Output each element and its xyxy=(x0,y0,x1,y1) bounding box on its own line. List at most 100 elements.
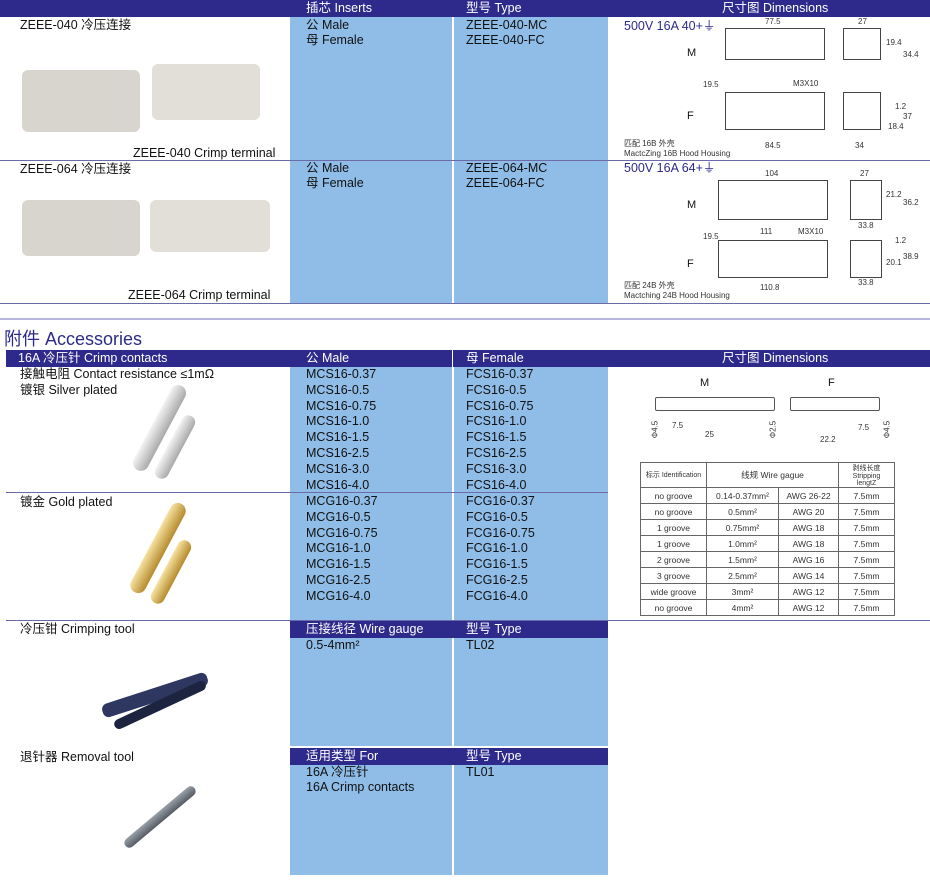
dim-label: 7.5 xyxy=(672,421,684,430)
removal-for-en: 16A Crimp contacts xyxy=(306,780,415,794)
dim-label: 36.2 xyxy=(903,198,919,207)
dim-label: 19.5 xyxy=(703,80,719,89)
header-type: 型号 Type xyxy=(466,1,522,15)
row-divider xyxy=(0,303,930,304)
table-cell: 1.0mm² xyxy=(706,535,779,552)
part-number: MCS16-2.5 xyxy=(306,445,370,460)
dim-label: 1.2 xyxy=(895,102,907,111)
header-dimensions: 尺寸图 Dimensions xyxy=(722,351,829,365)
dim-label: 20.1 xyxy=(886,258,902,267)
header-contacts: 16A 冷压针 Crimp contacts xyxy=(18,351,168,365)
dim-label: 77.5 xyxy=(765,17,781,26)
part-number: FCS16-3.0 xyxy=(466,461,527,476)
header-cell: 标示 Identification xyxy=(640,462,707,488)
part-number: MCS16-4.0 xyxy=(306,477,370,492)
header-wire-gauge: 压接线径 Wire gauge xyxy=(306,622,424,636)
part-number: FCS16-2.5 xyxy=(466,445,527,460)
part-number: MCS16-3.0 xyxy=(306,461,370,476)
dim-label: 37 xyxy=(903,112,912,121)
male-column xyxy=(290,367,452,620)
crimp-type: TL02 xyxy=(466,638,495,652)
part-number: MCS16-0.37 xyxy=(306,367,377,381)
table-cell: 2.5mm² xyxy=(706,567,779,584)
header-cell: 剥线长度 Stripping lengtZ xyxy=(838,462,895,488)
header-inserts: 插芯 Inserts xyxy=(306,1,372,15)
gauge-column xyxy=(290,638,452,746)
dim-label: M3X10 xyxy=(793,79,819,88)
part-number: FCS16-4.0 xyxy=(466,477,527,492)
table-cell: 7.5mm xyxy=(838,503,895,520)
dim-label: 27 xyxy=(860,169,869,178)
header-male: 公 Male xyxy=(306,351,350,365)
part-number: FCS16-0.37 xyxy=(466,367,534,381)
table-cell: no groove xyxy=(640,487,707,504)
table-cell: 1 groove xyxy=(640,519,707,536)
removal-tool-label: 退针器 Removal tool xyxy=(20,750,134,764)
part-number: MCS16-1.0 xyxy=(306,414,370,429)
removal-for-cn: 16A 冷压针 xyxy=(306,765,369,779)
housing-en: Mactching 24B Hood Housing xyxy=(624,291,730,300)
dim-label: M xyxy=(687,199,697,211)
dim-label: 104 xyxy=(765,169,779,178)
table-cell: 1.5mm² xyxy=(706,551,779,568)
contact-resistance: 接触电阻 Contact resistance ≤1mΩ xyxy=(20,367,215,381)
table-cell: 7.5mm xyxy=(838,551,895,568)
dim-label: F xyxy=(828,377,835,389)
female-label: 母 Female xyxy=(306,33,364,47)
housing-cn: 匹配 24B 外壳 xyxy=(624,281,675,290)
table-cell: no groove xyxy=(640,599,707,616)
part-number: FCS16-0.75 xyxy=(466,398,534,413)
dim-label: M xyxy=(687,47,697,59)
connector-image-male xyxy=(22,200,140,256)
dim-label: 33.8 xyxy=(858,221,874,230)
male-label: 公 Male xyxy=(306,161,350,175)
dim-label: 38.9 xyxy=(903,252,919,261)
part-number: MCG16-2.5 xyxy=(306,572,371,587)
part-number: MCS16-0.75 xyxy=(306,398,377,413)
rating: 500V 16A 64+⏚ xyxy=(624,161,716,175)
male-type: ZEEE-040-MC xyxy=(466,18,548,32)
table-cell: wide groove xyxy=(640,583,707,600)
table-cell: AWG 18 xyxy=(778,535,839,552)
table-cell: 0.75mm² xyxy=(706,519,779,536)
table-cell: 0.14-0.37mm² xyxy=(706,487,779,504)
female-type: ZEEE-064-FC xyxy=(466,176,545,190)
table-cell: AWG 16 xyxy=(778,551,839,568)
male-label: 公 Male xyxy=(306,18,350,32)
type-column xyxy=(454,638,608,746)
table-cell: AWG 14 xyxy=(778,567,839,584)
table-cell: AWG 18 xyxy=(778,519,839,536)
header-separator xyxy=(452,350,453,367)
type-column xyxy=(454,765,608,875)
for-column xyxy=(290,765,452,875)
table-cell: 4mm² xyxy=(706,599,779,616)
connector-image-female xyxy=(152,64,260,120)
female-label: 母 Female xyxy=(306,176,364,190)
dim-label: 18.4 xyxy=(888,122,904,131)
part-number: FCS16-0.5 xyxy=(466,382,527,397)
part-number: MCG16-1.5 xyxy=(306,557,371,572)
dim-label: 7.5 xyxy=(858,423,870,432)
part-number: FCG16-0.75 xyxy=(466,525,535,540)
part-number: MCG16-4.0 xyxy=(306,588,371,603)
section-divider xyxy=(0,318,930,320)
section-title: 附件 Accessories xyxy=(4,329,143,349)
part-number: MCG16-0.37 xyxy=(306,494,378,508)
dim-label: 19.5 xyxy=(703,232,719,241)
part-number: FCG16-4.0 xyxy=(466,588,528,603)
table-cell: 7.5mm xyxy=(838,487,895,504)
dim-label: 110.8 xyxy=(760,283,780,292)
part-number: FCG16-1.0 xyxy=(466,541,528,556)
part-number: MCG16-1.0 xyxy=(306,541,371,556)
dim-label: 111 xyxy=(760,227,773,236)
dim-label: 84.5 xyxy=(765,141,781,150)
rating: 500V 16A 40+⏚ xyxy=(624,19,716,33)
